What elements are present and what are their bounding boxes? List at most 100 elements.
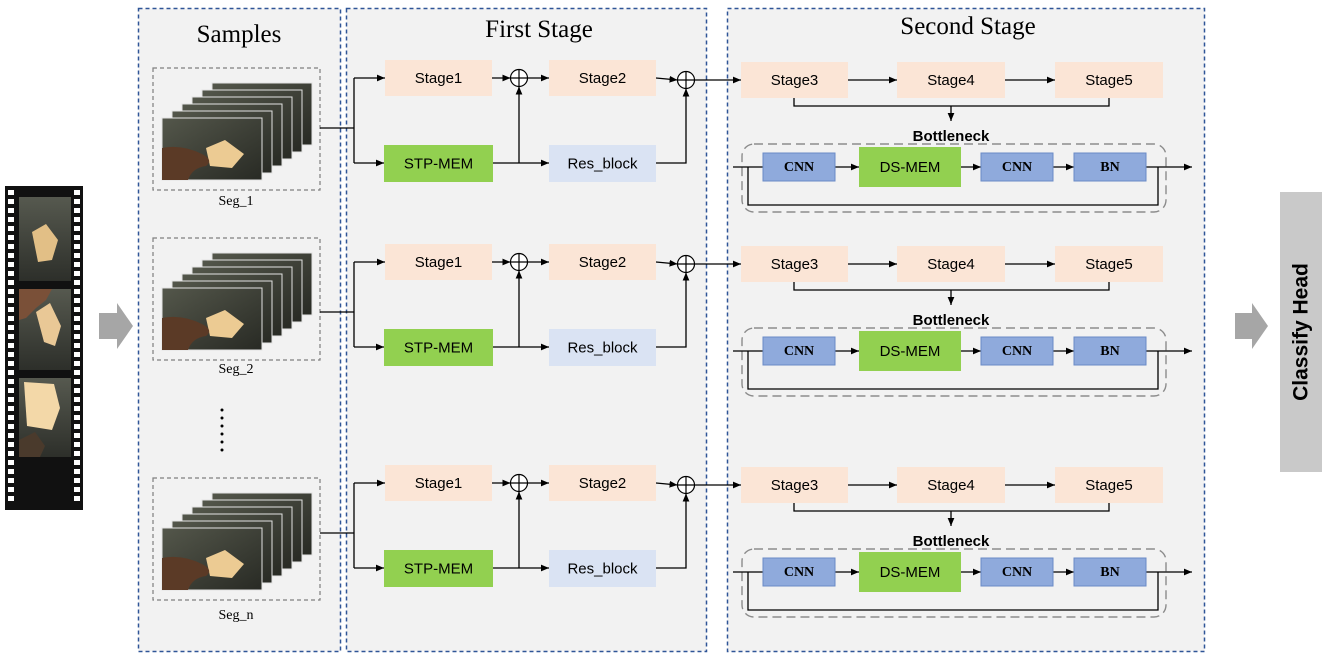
cnn-box-label: CNN xyxy=(784,344,814,359)
bottleneck-label: Bottleneck xyxy=(913,533,990,550)
sprocket-hole xyxy=(8,460,14,465)
paper-object xyxy=(206,310,244,338)
stage1-box: Stage1 xyxy=(385,244,492,280)
stage4-box-label: Stage4 xyxy=(927,72,975,89)
sprocket-hole xyxy=(74,379,80,384)
sprocket-hole xyxy=(74,217,80,222)
sprocket-hole xyxy=(74,415,80,420)
sprocket-hole xyxy=(74,388,80,393)
sprocket-hole xyxy=(74,325,80,330)
sprocket-hole xyxy=(8,235,14,240)
stage2-box-shape xyxy=(549,465,656,501)
stage2-box-shape xyxy=(549,60,656,96)
sprocket-hole xyxy=(74,199,80,204)
stage4-box-label: Stage4 xyxy=(927,256,975,273)
sprocket-hole xyxy=(8,190,14,195)
sprocket-hole xyxy=(74,460,80,465)
ds-mem-box: DS-MEM xyxy=(859,552,961,592)
sprocket-hole xyxy=(8,226,14,231)
sprocket-hole xyxy=(74,208,80,213)
stage2-box: Stage2 xyxy=(549,60,656,96)
stage2-box: Stage2 xyxy=(549,244,656,280)
sample-1: Seg_1 xyxy=(152,67,321,209)
second-stage-title: Second Stage xyxy=(900,13,1035,40)
hand xyxy=(162,146,210,180)
stage3-box: Stage3 xyxy=(741,246,848,282)
cnn-box-label: CNN xyxy=(784,160,814,175)
bn-box-shape xyxy=(1073,557,1147,587)
stage4-box-label: Stage4 xyxy=(927,477,975,494)
res-block-box: Res_block xyxy=(549,329,656,366)
sprocket-hole xyxy=(8,307,14,312)
sprocket-hole xyxy=(8,208,14,213)
sample-label: Seg_n xyxy=(219,608,254,623)
stage4-box-shape xyxy=(897,467,1005,503)
cnn-box: CNN xyxy=(762,336,836,366)
stage3-box-label: Stage3 xyxy=(771,477,819,494)
sum-node-icon xyxy=(509,473,529,493)
residual-skip-wire xyxy=(747,351,1159,390)
stage3-box-shape xyxy=(741,246,848,282)
sprocket-hole xyxy=(74,280,80,285)
sprocket-hole xyxy=(8,397,14,402)
stp-mem-box-shape xyxy=(384,329,493,366)
sprocket-hole xyxy=(8,433,14,438)
stp-mem-box: STP-MEM xyxy=(384,329,493,366)
bn-box: BN xyxy=(1073,557,1147,587)
residual-skip-wire xyxy=(747,167,1159,206)
classify-head-label: Classify Head xyxy=(1290,263,1313,401)
sprocket-hole xyxy=(74,316,80,321)
sprocket-hole xyxy=(8,415,14,420)
bn-box-shape xyxy=(1073,336,1147,366)
sprocket-hole xyxy=(74,307,80,312)
sample-2: Seg_2 xyxy=(152,237,321,377)
cnn-box-shape xyxy=(980,336,1054,366)
cnn-box-shape xyxy=(980,152,1054,182)
sprocket-hole xyxy=(74,289,80,294)
stage2-box-label: Stage2 xyxy=(579,70,627,87)
cnn-box: CNN xyxy=(980,152,1054,182)
stage4-box: Stage4 xyxy=(897,246,1005,282)
bottleneck-label: Bottleneck xyxy=(913,128,990,145)
res-block-box-label: Res_block xyxy=(567,156,638,173)
stp-mem-box-label: STP-MEM xyxy=(404,561,473,578)
stage5-box-shape xyxy=(1055,246,1163,282)
sprocket-hole xyxy=(74,343,80,348)
ellipsis-dot xyxy=(220,432,224,436)
sprocket-hole xyxy=(8,379,14,384)
stp-mem-box: STP-MEM xyxy=(384,550,493,587)
bn-box-label: BN xyxy=(1100,160,1119,175)
stp-mem-box: STP-MEM xyxy=(384,145,493,182)
sprocket-hole xyxy=(8,442,14,447)
sum-node-icon xyxy=(676,475,696,495)
sprocket-hole xyxy=(74,397,80,402)
cnn-box-shape xyxy=(762,557,836,587)
sprocket-hole xyxy=(8,289,14,294)
stage5-box: Stage5 xyxy=(1055,467,1163,503)
stage2-box-label: Stage2 xyxy=(579,254,627,271)
stage1-box-label: Stage1 xyxy=(415,254,463,271)
stage1-box: Stage1 xyxy=(385,465,492,501)
stage4-box: Stage4 xyxy=(897,467,1005,503)
sprocket-hole xyxy=(8,361,14,366)
sprocket-hole xyxy=(74,487,80,492)
stage5-box-label: Stage5 xyxy=(1085,256,1133,273)
stage4-box-shape xyxy=(897,62,1005,98)
sum-node-icon xyxy=(509,252,529,272)
sprocket-hole xyxy=(8,406,14,411)
ellipsis-dot xyxy=(220,424,224,428)
ds-mem-box: DS-MEM xyxy=(859,147,961,187)
bn-box-label: BN xyxy=(1100,344,1119,359)
sprocket-hole xyxy=(8,217,14,222)
hand xyxy=(162,316,210,350)
sprocket-hole xyxy=(8,280,14,285)
stage1-box-shape xyxy=(385,244,492,280)
sprocket-hole xyxy=(74,451,80,456)
sprocket-hole xyxy=(8,388,14,393)
res-block-to-sum-arrow xyxy=(656,88,690,164)
film-strip-icon xyxy=(5,186,83,510)
